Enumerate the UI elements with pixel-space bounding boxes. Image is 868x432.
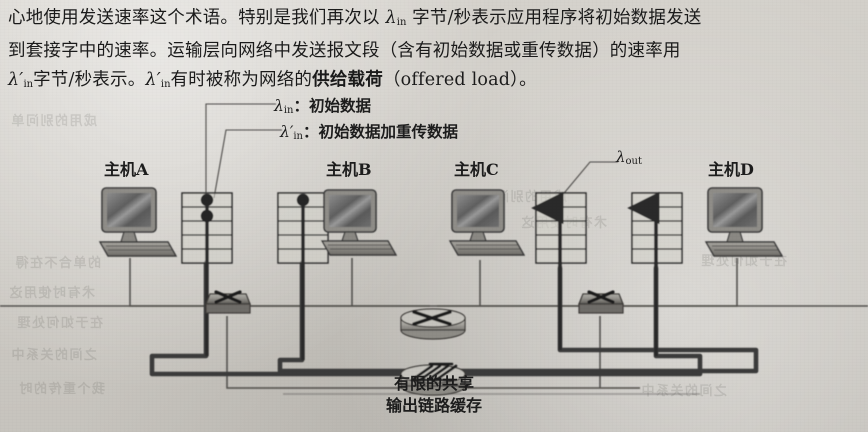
paragraph-text: 有时被称为网络的	[170, 70, 313, 90]
paragraph-line-3: λ′in字节/秒表示。λ′in有时被称为网络的供给载荷（offered load…	[8, 66, 860, 99]
legend-label: ：初始数据加重传数据	[303, 122, 459, 141]
buffer-host-c	[531, 191, 587, 350]
lambda-in-symbol: λin	[274, 97, 294, 116]
paragraph-text: 心地使用发送速率这个术语。特别是我们再次以	[8, 8, 386, 28]
legend-item-lambda-in: λin：初始数据	[274, 94, 371, 116]
host-label-b: 主机B	[326, 160, 372, 179]
computer-host-c	[448, 189, 526, 256]
host-label-c: 主机C	[454, 160, 499, 179]
host-label-a: 主机A	[104, 160, 149, 179]
caption-line-2: 输出链路缓存	[385, 396, 482, 415]
lambda-out-leader-line	[559, 161, 618, 199]
router-bottom	[400, 362, 466, 396]
legend-label: ：初始数据	[293, 96, 371, 115]
switch-left	[205, 290, 251, 314]
legend-item-lambda-in-prime: λ′in：初始数据加重传数据	[280, 120, 458, 142]
network-congestion-diagram: λin：初始数据 λ′in：初始数据加重传数据 λout 主机A 主机B 主机C…	[0, 88, 868, 432]
switch-right	[578, 290, 624, 314]
lambda-symbol: λin	[385, 8, 407, 28]
paragraph-text: 到套接字中的速率。运输层向网络中发送报文段（含有初始数据或重传数据）的速率用	[8, 41, 681, 61]
buffer-host-a	[181, 192, 233, 356]
buffer-host-b	[277, 192, 329, 360]
computer-host-b	[320, 189, 398, 256]
computer-host-d	[704, 187, 784, 257]
legend-leader-lines	[205, 103, 282, 199]
caption-line-1: 有限的共享	[393, 374, 474, 393]
emphasis-offered-load: 供给载荷	[312, 70, 383, 90]
paragraph-text: 字节/秒表示。	[33, 70, 146, 90]
paragraph-text: （offered load）。	[382, 70, 537, 90]
paragraph-line-2: 到套接字中的速率。运输层向网络中发送报文段（含有初始数据或重传数据）的速率用	[8, 37, 860, 66]
lambda-out-label: λout	[616, 148, 642, 167]
body-paragraph: 心地使用发送速率这个术语。特别是我们再次以 λin 字节/秒表示应用程序将初始数…	[8, 4, 860, 99]
computer-host-a	[98, 187, 178, 257]
diagram-canvas	[0, 103, 868, 396]
paragraph-line-1: 心地使用发送速率这个术语。特别是我们再次以 λin 字节/秒表示应用程序将初始数…	[8, 4, 860, 37]
router-top	[400, 308, 466, 340]
lambda-prime-symbol: λ′in	[8, 70, 34, 90]
buffer-host-d	[627, 191, 683, 356]
lambda-in-prime-symbol: λ′in	[280, 123, 303, 142]
host-label-d: 主机D	[708, 160, 754, 179]
paragraph-text: 字节/秒表示应用程序将初始数据发送	[406, 8, 702, 28]
lambda-prime-symbol: λ′in	[145, 70, 171, 90]
